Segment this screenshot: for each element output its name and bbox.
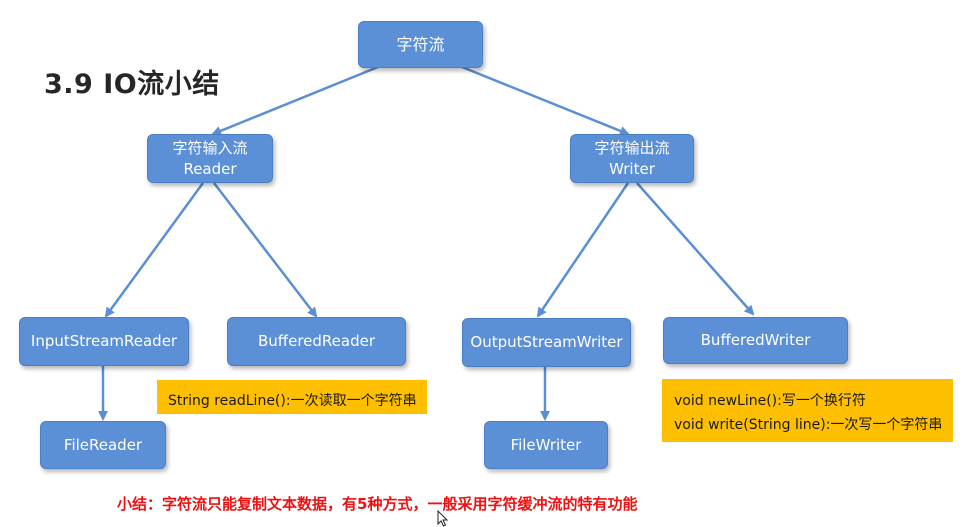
arrow-reader-to-bufferedreader <box>213 182 318 318</box>
arrow-reader-to-inputstreamreader <box>104 182 205 318</box>
node-file-reader-label: FileReader <box>63 435 143 454</box>
writer-method-note-line2: void write(String line):一次写一个字符串 <box>674 417 943 433</box>
node-reader-label-en: Reader <box>183 159 237 178</box>
node-file-reader: FileReader <box>40 421 166 469</box>
node-buffered-reader: BufferedReader <box>227 317 406 366</box>
node-reader-label-cn: 字符输入流 <box>172 138 248 157</box>
node-input-stream-reader-label: InputStreamReader <box>30 332 178 350</box>
node-buffered-reader-label: BufferedReader <box>257 332 376 350</box>
node-input-stream-reader: InputStreamReader <box>19 317 189 366</box>
node-character-stream: 字符流 <box>358 21 483 68</box>
mouse-pointer-icon <box>437 510 449 527</box>
node-file-writer-label: FileWriter <box>510 435 582 454</box>
node-buffered-writer-label: BufferedWriter <box>700 331 811 349</box>
arrow-writer-to-bufferedwriter <box>636 182 755 316</box>
node-reader: 字符输入流 Reader <box>147 134 273 183</box>
node-writer-label-en: Writer <box>609 159 655 178</box>
node-character-stream-label: 字符流 <box>396 35 445 54</box>
node-file-writer: FileWriter <box>484 421 608 469</box>
slide-title: 3.9 IO流小结 <box>44 69 220 100</box>
arrow-writer-to-outputstreamwriter <box>536 182 630 318</box>
arrow-root-to-reader <box>211 65 379 136</box>
reader-method-note: String readLine():一次读取一个字符串 <box>157 380 427 414</box>
node-writer-label-cn: 字符输出流 <box>594 138 670 157</box>
node-writer: 字符输出流 Writer <box>570 134 694 183</box>
node-buffered-writer: BufferedWriter <box>663 317 848 364</box>
reader-method-note-line1: String readLine():一次读取一个字符串 <box>168 393 417 409</box>
writer-method-note: void newLine():写一个换行符 void write(String … <box>662 379 953 442</box>
writer-method-note-line1: void newLine():写一个换行符 <box>674 393 866 409</box>
node-output-stream-writer-label: OutputStreamWriter <box>470 333 623 351</box>
node-output-stream-writer: OutputStreamWriter <box>462 318 631 367</box>
arrow-root-to-writer <box>461 65 630 136</box>
summary-text: 小结：字符流只能复制文本数据，有5种方式，一般采用字符缓冲流的特有功能 <box>117 495 638 513</box>
